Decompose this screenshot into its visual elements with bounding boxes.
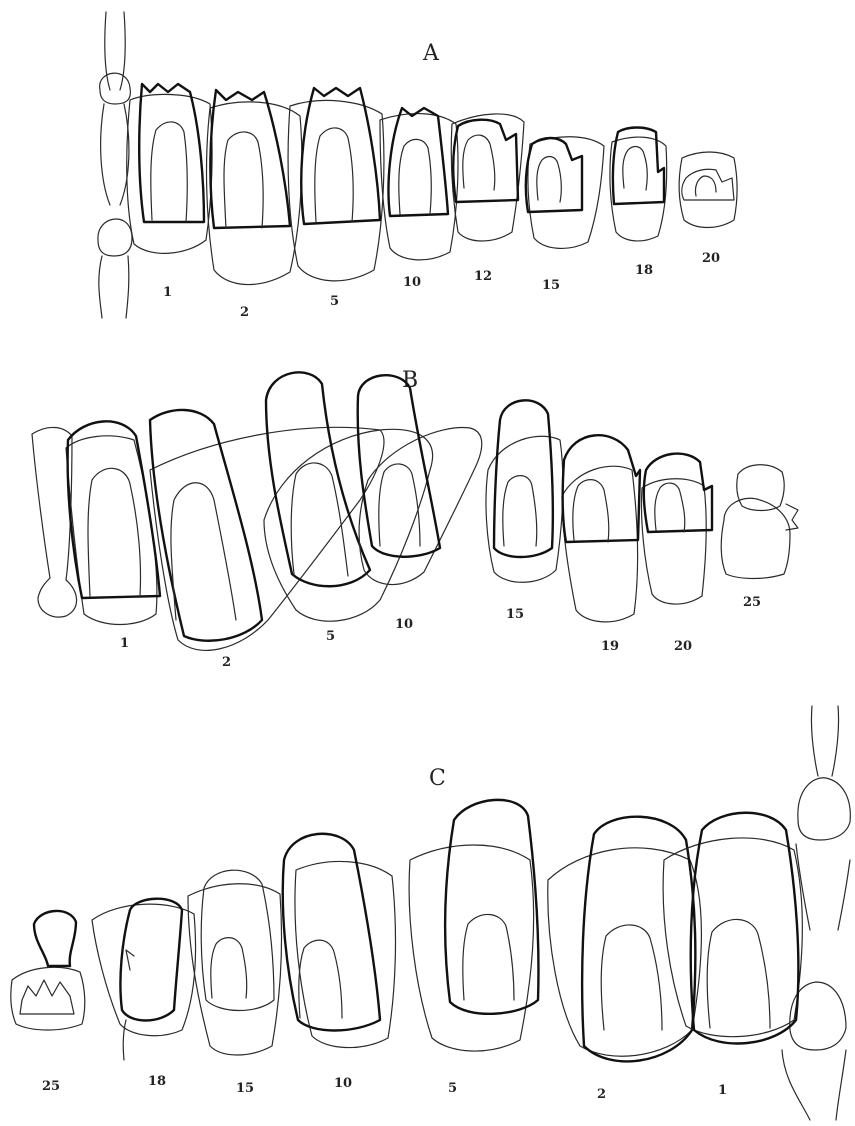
- panel-b-specimen-15: [486, 400, 563, 582]
- panel-a-letter: A: [422, 41, 440, 66]
- panel-c-specimen-15: [188, 870, 282, 1055]
- panel-b-label-19: 19: [601, 639, 619, 654]
- panel-a: A: [98, 12, 737, 320]
- panel-a-specimen-5: [288, 88, 384, 281]
- panel-a-label-10: 10: [403, 275, 421, 290]
- panel-a-specimen-10: [380, 108, 458, 260]
- panel-a-label-12: 12: [474, 269, 492, 284]
- panel-a-specimen-12: [451, 114, 524, 241]
- panel-b-specimen-20: [641, 454, 712, 604]
- panel-a-specimen-2: [207, 90, 302, 285]
- panel-a-label-1: 1: [163, 285, 172, 300]
- panel-c-label-10: 10: [334, 1076, 352, 1091]
- panel-a-label-5: 5: [330, 294, 339, 309]
- panel-a-label-15: 15: [542, 278, 560, 293]
- panel-a-specimen-1: [127, 84, 212, 253]
- panel-b-specimen-10: [358, 375, 482, 584]
- panel-a-specimen-15: [526, 137, 604, 249]
- panel-b-label-10: 10: [395, 617, 413, 632]
- panel-c-label-2: 2: [597, 1087, 606, 1102]
- panel-a-label-18: 18: [635, 263, 653, 278]
- panel-c-label-15: 15: [236, 1081, 254, 1096]
- panel-b-specimen-5: [264, 372, 433, 621]
- panel-b-label-1: 1: [120, 636, 129, 651]
- panel-b-specimen-2: [150, 410, 384, 650]
- panel-a-label-20: 20: [702, 251, 720, 266]
- panel-b-label-20: 20: [674, 639, 692, 654]
- panel-c-label-5: 5: [448, 1081, 457, 1096]
- panel-b-label-2: 2: [222, 655, 231, 670]
- panel-c-label-25: 25: [42, 1079, 60, 1094]
- panel-b-specimen-19: [562, 435, 640, 622]
- panel-c-label-18: 18: [148, 1074, 166, 1089]
- panel-b-label-5: 5: [326, 629, 335, 644]
- panel-a-specimen-18: [610, 128, 667, 241]
- panel-b-specimen-25: [721, 465, 798, 579]
- panel-b: B: [32, 368, 798, 670]
- panel-b-specimen-1: [66, 421, 160, 624]
- panel-b-label-15: 15: [506, 607, 524, 622]
- panel-c-specimen-5: [409, 800, 538, 1051]
- panel-c-specimen-18: [92, 899, 196, 1060]
- panel-a-specimen-20: [679, 152, 737, 228]
- panel-c-specimen-2: [548, 817, 702, 1062]
- panel-c-specimen-10: [283, 834, 396, 1048]
- panel-c-specimen-25: [11, 911, 85, 1030]
- panel-c-bone: [782, 706, 850, 1120]
- panel-c-letter: C: [429, 766, 446, 791]
- panel-a-label-2: 2: [240, 305, 249, 320]
- panel-c: C: [11, 706, 850, 1120]
- panel-c-specimen-1: [663, 813, 802, 1044]
- panel-c-label-1: 1: [718, 1083, 727, 1098]
- panel-b-label-25: 25: [743, 595, 761, 610]
